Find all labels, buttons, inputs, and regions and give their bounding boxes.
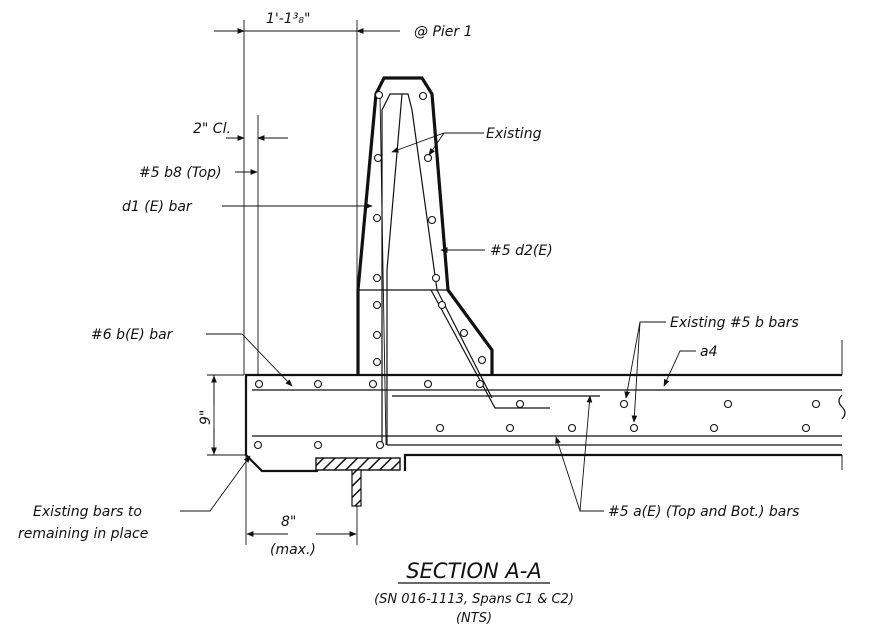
bar-dot xyxy=(313,440,323,450)
callout-d2: #5 d2(E) xyxy=(440,243,553,259)
bar-dot xyxy=(372,357,382,367)
dim-cover-text: 2" Cl. xyxy=(193,121,231,137)
dim-depth: 9" xyxy=(198,374,246,456)
callout-existing-b-bars: Existing #5 b bars xyxy=(624,315,799,423)
bar-dot xyxy=(619,399,629,409)
label-b8-top: #5 b8 (Top) xyxy=(139,165,222,181)
label-b-bar: #6 b(E) bar xyxy=(91,327,174,343)
label-existing-bars-2: remaining in place xyxy=(18,526,148,542)
bar-dot xyxy=(505,423,515,433)
rebar-dots xyxy=(253,90,821,450)
dim-overhang-text: 8" xyxy=(281,514,296,530)
d2-bar-leg xyxy=(430,289,550,409)
d1-bar xyxy=(386,93,403,445)
bearing-pad xyxy=(315,457,401,471)
bar-dot xyxy=(459,328,469,338)
bar-dot xyxy=(313,379,323,389)
title-sub2: (NTS) xyxy=(456,611,492,626)
bar-dot xyxy=(372,273,382,283)
bar-dot xyxy=(423,379,433,389)
dim-cover: 2" Cl. xyxy=(193,115,288,375)
callout-a-bars: #5 a(E) (Top and Bot.) bars xyxy=(555,395,799,520)
label-d1-bar: d1 (E) bar xyxy=(122,199,193,215)
callout-b8-top: #5 b8 (Top) xyxy=(139,165,258,181)
d-bar-inner xyxy=(379,94,387,446)
bar-dot xyxy=(253,440,263,450)
slab-rebar xyxy=(252,389,842,446)
bar-dot xyxy=(435,423,445,433)
bar-dot xyxy=(373,153,383,163)
label-d2: #5 d2(E) xyxy=(490,243,553,259)
bar-dot xyxy=(475,379,485,389)
bar-dot xyxy=(418,91,428,101)
bar-dot xyxy=(423,153,433,163)
label-a-bars: #5 a(E) (Top and Bot.) bars xyxy=(608,504,799,520)
callout-b-bar: #6 b(E) bar xyxy=(91,327,293,387)
d-bar-outer xyxy=(381,93,493,445)
bar-dot xyxy=(437,300,447,310)
bar-dot xyxy=(477,355,487,365)
barrier-outline xyxy=(356,76,494,375)
bar-dot xyxy=(723,399,733,409)
barrier-profile xyxy=(356,76,494,375)
bar-dot xyxy=(372,213,382,223)
bar-dot xyxy=(629,423,639,433)
bar-dot xyxy=(515,399,525,409)
bar-dot xyxy=(375,440,385,450)
dim-pier: @ Pier 1 xyxy=(414,24,473,40)
title-sub1: (SN 016-1113, Spans C1 & C2) xyxy=(374,592,574,607)
bar-dot xyxy=(801,423,811,433)
bar-dot xyxy=(254,379,264,389)
bar-dot xyxy=(374,90,384,100)
dim-top: 1'-1³₈" @ Pier 1 xyxy=(214,11,473,375)
callout-a4: a4 xyxy=(663,344,718,387)
label-existing-b-bars: Existing #5 b bars xyxy=(670,315,799,331)
slab-bottom-edge xyxy=(403,453,842,471)
break-line xyxy=(838,394,846,420)
bar-dot xyxy=(372,300,382,310)
barrier-rebar xyxy=(379,93,550,446)
callout-existing-bars-remain: Existing bars to remaining in place xyxy=(18,455,251,542)
dim-overhang: 8" (max.) xyxy=(245,455,358,558)
label-existing: Existing xyxy=(486,126,542,142)
bar-dot xyxy=(368,379,378,389)
bar-dot xyxy=(567,423,577,433)
section-title: SECTION A-A (SN 016-1113, Spans C1 & C2)… xyxy=(374,559,574,626)
callout-existing: Existing xyxy=(391,126,542,156)
girder-web xyxy=(351,469,362,507)
bar-dot xyxy=(811,399,821,409)
label-a4: a4 xyxy=(700,344,718,360)
callout-d1-bar: d1 (E) bar xyxy=(122,199,373,215)
bar-dot xyxy=(709,423,719,433)
label-existing-bars-1: Existing bars to xyxy=(33,504,142,520)
dim-overhang-note: (max.) xyxy=(270,542,316,558)
bar-dot xyxy=(427,215,437,225)
dim-width-top: 1'-1³₈" xyxy=(266,11,310,27)
deck-slab xyxy=(244,340,846,473)
title-main: SECTION A-A xyxy=(406,559,542,583)
dim-depth-text: 9" xyxy=(198,410,214,425)
bar-dot xyxy=(431,273,441,283)
bar-dot xyxy=(372,330,382,340)
